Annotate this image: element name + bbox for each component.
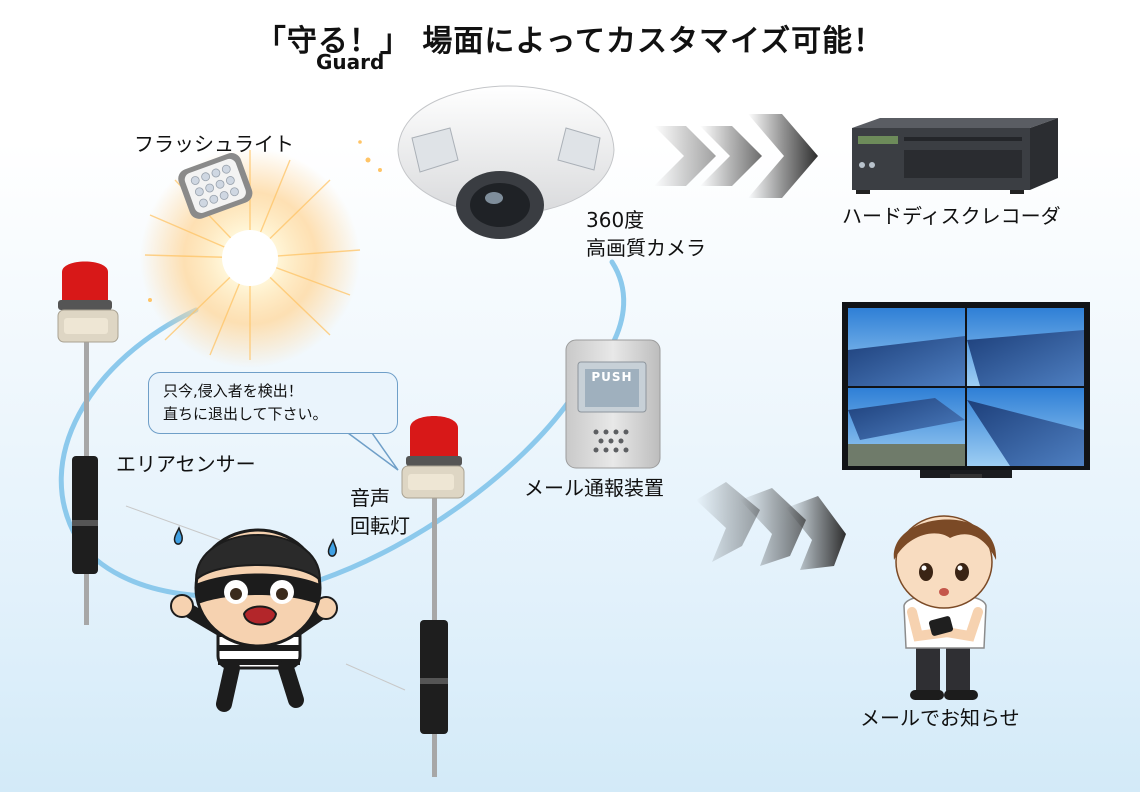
mail-notification-device-icon [565, 339, 661, 469]
siren-label: 音声 回転灯 [350, 484, 410, 540]
siren-label-line2: 回転灯 [350, 514, 410, 538]
person-with-smartphone-icon [893, 515, 997, 700]
left-siren-pole [57, 261, 119, 625]
camera-label-line2: 高画質カメラ [586, 236, 706, 260]
arrow-to-recorder-icon [654, 114, 818, 198]
rotating-siren-icon-right [401, 416, 465, 499]
mail-device-label: メール通報装置 [524, 476, 664, 500]
speech-bubble: 只今,侵入者を検出！ 直ちに退出して下さい。 [148, 372, 398, 434]
page-title: 「守る！」 場面によってカスタマイズ可能！ [255, 24, 885, 59]
speech-bubble-tail [345, 432, 399, 471]
intruder-icon [170, 526, 338, 712]
monitor-icon [842, 302, 1090, 478]
area-sensor-label: エリアセンサー [116, 452, 256, 476]
page-subtitle: Guard [316, 50, 385, 74]
siren-label-line1: 音声 [350, 486, 390, 510]
arrow-to-person-icon [696, 482, 846, 570]
flash-light-label: フラッシュライト [134, 132, 294, 156]
right-siren-pole [401, 416, 465, 777]
signal-cable [58, 259, 627, 599]
area-sensor-icon-left [72, 456, 98, 574]
hard-disk-recorder-icon [852, 118, 1058, 194]
camera-label-line1: 360度 [586, 208, 645, 232]
recorder-label: ハードディスクレコーダ [842, 204, 1061, 228]
flash-burst-icon [140, 140, 382, 368]
speech-bubble-line2: 直ちに退出して下さい。 [163, 405, 328, 423]
area-sensor-icon-right [420, 620, 448, 734]
sensor-beam [125, 505, 406, 691]
solar-panel-feed-1 [848, 308, 965, 386]
camera-label: 360度 高画質カメラ [586, 206, 706, 262]
flash-light-icon [178, 153, 253, 219]
solar-panel-feed-3 [848, 388, 965, 466]
rotating-siren-icon-left [57, 261, 119, 343]
push-button-label: PUSH [591, 370, 633, 384]
fisheye-camera-icon [397, 85, 615, 239]
solar-panel-feed-2 [967, 308, 1084, 386]
mail-notice-label: メールでお知らせ [860, 706, 1020, 730]
solar-panel-feed-4 [967, 388, 1084, 466]
speech-bubble-line1: 只今,侵入者を検出！ [163, 382, 303, 400]
